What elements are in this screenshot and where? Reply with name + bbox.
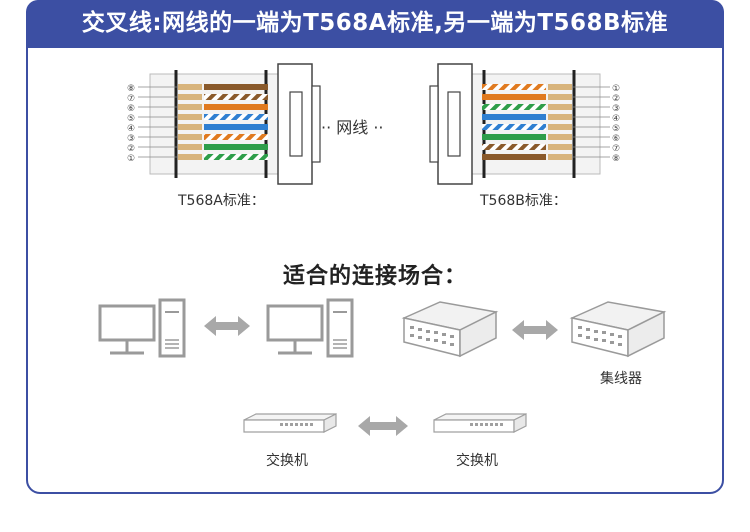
- switch-icon: [243, 413, 337, 433]
- hub-icon: [569, 301, 667, 358]
- pin-number: ⑤: [612, 124, 620, 134]
- right-wires: [482, 84, 546, 160]
- hub-icon: [401, 301, 499, 358]
- left-wires: [204, 84, 268, 160]
- right-pin-numbers: ① ② ③ ④ ⑤ ⑥ ⑦ ⑧: [612, 84, 620, 164]
- pin-number: ③: [612, 104, 620, 114]
- left-pin-numbers: ⑧ ⑦ ⑥ ⑤ ④ ③ ② ①: [127, 84, 135, 164]
- switch-icon: [433, 413, 527, 433]
- right-connector: ① ② ③ ④ ⑤ ⑥ ⑦ ⑧: [429, 63, 620, 185]
- switch-label-right: 交换机: [456, 453, 498, 469]
- pin-number: ⑤: [127, 114, 135, 124]
- hub-label: 集线器: [600, 371, 642, 387]
- pin-number: ⑧: [612, 154, 620, 164]
- pin-number: ①: [612, 84, 620, 94]
- pin-number: ⑦: [612, 144, 620, 154]
- double-arrow-icon: [358, 416, 408, 436]
- pc-icon: [266, 298, 354, 358]
- pin-number: ⑥: [127, 104, 135, 114]
- cable-label: ·· 网线 ··: [321, 118, 384, 137]
- pin-number: ④: [612, 114, 620, 124]
- pin-number: ⑥: [612, 134, 620, 144]
- double-arrow-icon: [512, 320, 558, 340]
- pc-icon: [98, 298, 186, 358]
- pin-number: ②: [612, 94, 620, 104]
- pin-number: ②: [127, 144, 135, 154]
- scenarios-heading: 适合的连接场合：: [282, 264, 467, 289]
- page-title: 交叉线:网线的一端为T568A标准,另一端为T568B标准: [81, 10, 669, 36]
- double-arrow-icon: [204, 316, 250, 336]
- switch-label-left: 交换机: [266, 453, 308, 469]
- pin-number: ⑧: [127, 84, 135, 94]
- pin-number: ①: [127, 154, 135, 164]
- pin-number: ④: [127, 124, 135, 134]
- right-gold-pins: [548, 84, 572, 160]
- header-bar: 交叉线:网线的一端为T568A标准,另一端为T568B标准: [26, 0, 724, 48]
- left-gold-pins: [178, 84, 202, 160]
- t568a-label: T568A标准：: [178, 193, 265, 209]
- left-connector: ⑧ ⑦ ⑥ ⑤ ④ ③ ② ①: [127, 63, 321, 185]
- pin-number: ③: [127, 134, 135, 144]
- pin-number: ⑦: [127, 94, 135, 104]
- t568b-label: T568B标准：: [480, 193, 567, 209]
